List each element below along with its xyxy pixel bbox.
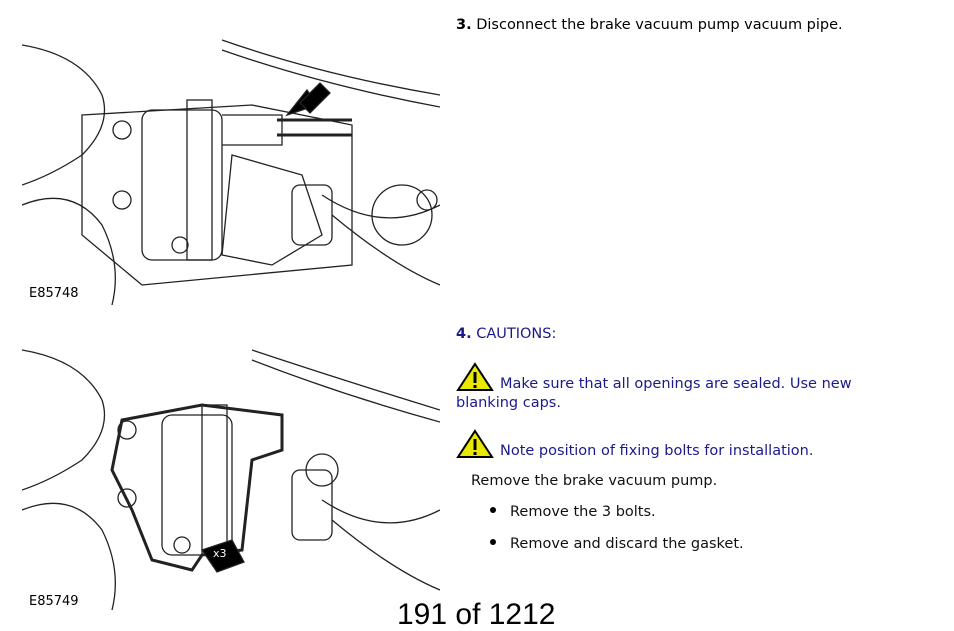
figure-label: E85748 [27,286,81,301]
instruction: Remove the brake vacuum pump. [471,473,718,489]
step-number: 3. [456,17,472,33]
warning-icon [456,362,494,391]
bolt-count-callout: x3 [213,547,227,560]
illustration-vacuum-pipe [21,35,441,306]
bullet-item: Remove the 3 bolts. [490,504,656,520]
step-3: 3. Disconnect the brake vacuum pump vacu… [456,17,843,33]
caution-text: Note position of fixing bolts for instal… [500,443,814,459]
illustration-vacuum-pump-bolts: x3 [21,340,441,611]
caution-2: Note position of fixing bolts for instal… [456,429,896,461]
step-number: 4. [456,326,472,342]
step-text: Disconnect the brake vacuum pump vacuum … [476,17,843,33]
step-4-heading: 4. CAUTIONS: [456,326,556,342]
figure-label: E85749 [27,594,81,609]
caution-1: Make sure that all openings are sealed. … [456,362,896,413]
cautions-heading: CAUTIONS: [476,326,557,342]
warning-icon [456,429,494,458]
page-indicator: 191 of 1212 [397,598,556,631]
caution-text: Make sure that all openings are sealed. … [456,376,852,411]
bullet-item: Remove and discard the gasket. [490,536,744,552]
